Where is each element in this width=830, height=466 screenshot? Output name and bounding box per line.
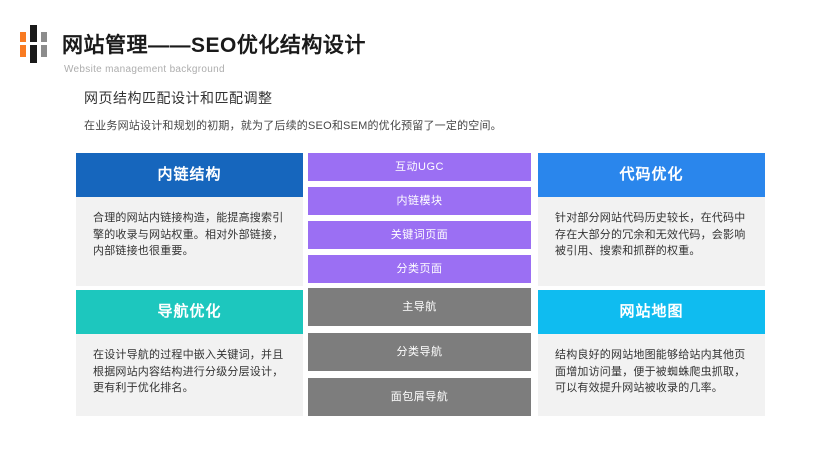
card-header-sitemap: 网站地图 (538, 290, 765, 334)
block-category-nav: 分类导航 (308, 333, 531, 371)
card-body-internal-link: 合理的网站内链接构造，能提高搜索引擎的收录与网站权重。相对外部链接，内部链接也很… (76, 197, 303, 286)
block-keyword-page: 关键词页面 (308, 221, 531, 249)
column-left: 内链结构 合理的网站内链接构造，能提高搜索引擎的收录与网站权重。相对外部链接，内… (76, 153, 303, 416)
column-right: 代码优化 针对部分网站代码历史较长，在代码中存在大部分的冗余和无效代码，会影响被… (538, 153, 765, 416)
card-header-code: 代码优化 (538, 153, 765, 197)
section-heading: 网页结构匹配设计和匹配调整 (84, 90, 273, 106)
block-main-nav: 主导航 (308, 288, 531, 326)
card-header-navigation: 导航优化 (76, 290, 303, 334)
card-header-internal-link: 内链结构 (76, 153, 303, 197)
card-sitemap: 网站地图 结构良好的网站地图能够给站内其他页面增加访问量，便于被蜘蛛爬虫抓取，可… (538, 290, 765, 416)
card-navigation-optimization: 导航优化 在设计导航的过程中嵌入关键词，并且根据网站内容结构进行分级分层设计，更… (76, 290, 303, 416)
block-ugc: 互动UGC (308, 153, 531, 181)
card-body-navigation: 在设计导航的过程中嵌入关键词，并且根据网站内容结构进行分级分层设计，更有利于优化… (76, 334, 303, 416)
logo-strip (18, 42, 50, 45)
card-internal-link-structure: 内链结构 合理的网站内链接构造，能提高搜索引擎的收录与网站权重。相对外部链接，内… (76, 153, 303, 286)
brand-logo-icon (18, 25, 50, 63)
card-body-sitemap: 结构良好的网站地图能够给站内其他页面增加访问量，便于被蜘蛛爬虫抓取，可以有效提升… (538, 334, 765, 416)
column-middle: 互动UGC 内链模块 关键词页面 分类页面 主导航 分类导航 面包屑导航 (308, 153, 531, 416)
card-body-code: 针对部分网站代码历史较长，在代码中存在大部分的冗余和无效代码，会影响被引用、搜索… (538, 197, 765, 286)
block-internal-link-module: 内链模块 (308, 187, 531, 215)
block-breadcrumb-nav: 面包屑导航 (308, 378, 531, 416)
slide-subtitle: Website management background (64, 64, 225, 75)
section-intro: 在业务网站设计和规划的初期，就为了后续的SEO和SEM的优化预留了一定的空间。 (84, 120, 502, 132)
card-code-optimization: 代码优化 针对部分网站代码历史较长，在代码中存在大部分的冗余和无效代码，会影响被… (538, 153, 765, 286)
block-category-page: 分类页面 (308, 255, 531, 283)
slide-title: 网站管理——SEO优化结构设计 (62, 34, 366, 57)
